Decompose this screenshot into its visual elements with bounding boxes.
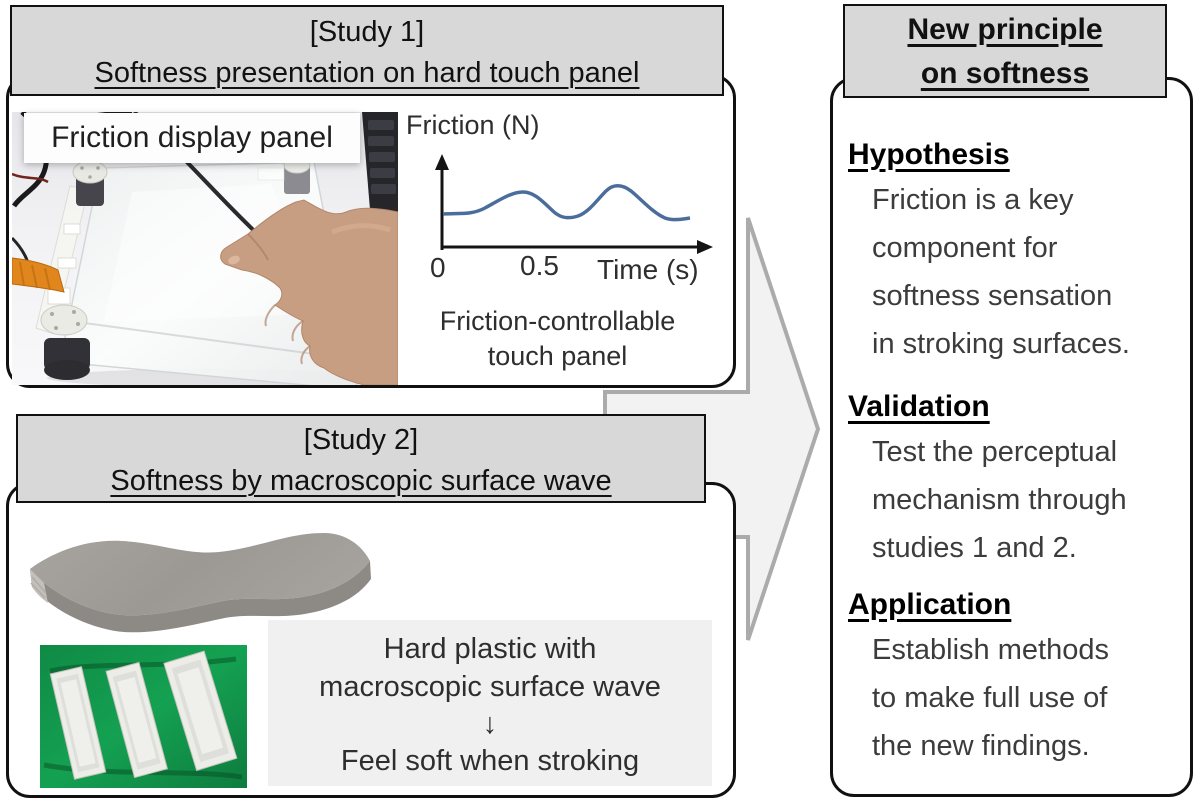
hypothesis-line3: softness sensation <box>872 280 1113 312</box>
wavy-slab-render <box>30 533 371 633</box>
study2-note: Hard plastic with macroscopic surface wa… <box>268 620 712 786</box>
principle-title-line1: New principle <box>907 13 1103 46</box>
keyboard <box>362 112 398 214</box>
graph-y-label: Friction (N) <box>406 110 540 140</box>
hypothesis-line2: component for <box>872 232 1058 264</box>
section-heading-application: Application <box>848 588 1012 621</box>
study2-subtitle: Softness by macroscopic surface wave <box>110 465 612 497</box>
study2-header: [Study 2] Softness by macroscopic surfac… <box>16 414 706 503</box>
slab-top-face <box>30 533 370 616</box>
study1-subtitle: Softness presentation on hard touch pane… <box>94 57 640 89</box>
note-line1: Hard plastic with <box>383 633 597 665</box>
application-line1: Establish methods <box>872 634 1109 666</box>
photo-caption: Friction display panel <box>24 113 360 163</box>
plastic-tray-3 <box>163 650 238 772</box>
application-line2: to make full use of <box>872 682 1108 714</box>
slab-front-face <box>30 561 371 633</box>
validation-line1: Test the perceptual <box>872 436 1118 468</box>
friction-curve <box>442 184 691 222</box>
friction-graph <box>435 154 713 254</box>
graph-axes <box>435 154 713 254</box>
section-heading-validation: Validation <box>848 390 990 423</box>
study1-title: [Study 1] <box>309 16 425 48</box>
validation-line2: mechanism through <box>872 484 1127 516</box>
note-line3: Feel soft when stroking <box>340 745 640 777</box>
plastic-tray-2 <box>105 661 169 779</box>
down-arrow-icon: ↓ <box>482 708 498 740</box>
principle-title-line2: on softness <box>920 57 1090 90</box>
graph-tick-0: 0 <box>430 252 446 283</box>
plastic-tray-1 <box>49 666 107 780</box>
graph-caption-line1: Friction-controllable <box>439 306 676 336</box>
graph-tick-05: 0.5 <box>520 250 559 281</box>
principle-header: New principle on softness <box>843 4 1167 98</box>
slab-layer-lines <box>30 576 47 599</box>
tray-photo <box>40 645 247 788</box>
study1-header: [Study 1] Softness presentation on hard … <box>10 5 724 96</box>
note-line2: macroscopic surface wave <box>319 671 661 703</box>
touch-panel-glass <box>46 161 358 385</box>
graph-caption-line2: touch panel <box>487 341 628 371</box>
hypothesis-line4: in stroking surfaces. <box>872 328 1130 360</box>
application-line3: the new findings. <box>872 730 1090 762</box>
hand <box>220 199 398 385</box>
graph-x-label: Time (s) <box>597 254 699 285</box>
section-heading-hypothesis: Hypothesis <box>848 138 1010 171</box>
flex-cable <box>12 257 65 293</box>
hypothesis-line1: Friction is a key <box>872 184 1074 216</box>
study2-title: [Study 2] <box>303 424 419 456</box>
validation-line3: studies 1 and 2. <box>872 532 1077 564</box>
